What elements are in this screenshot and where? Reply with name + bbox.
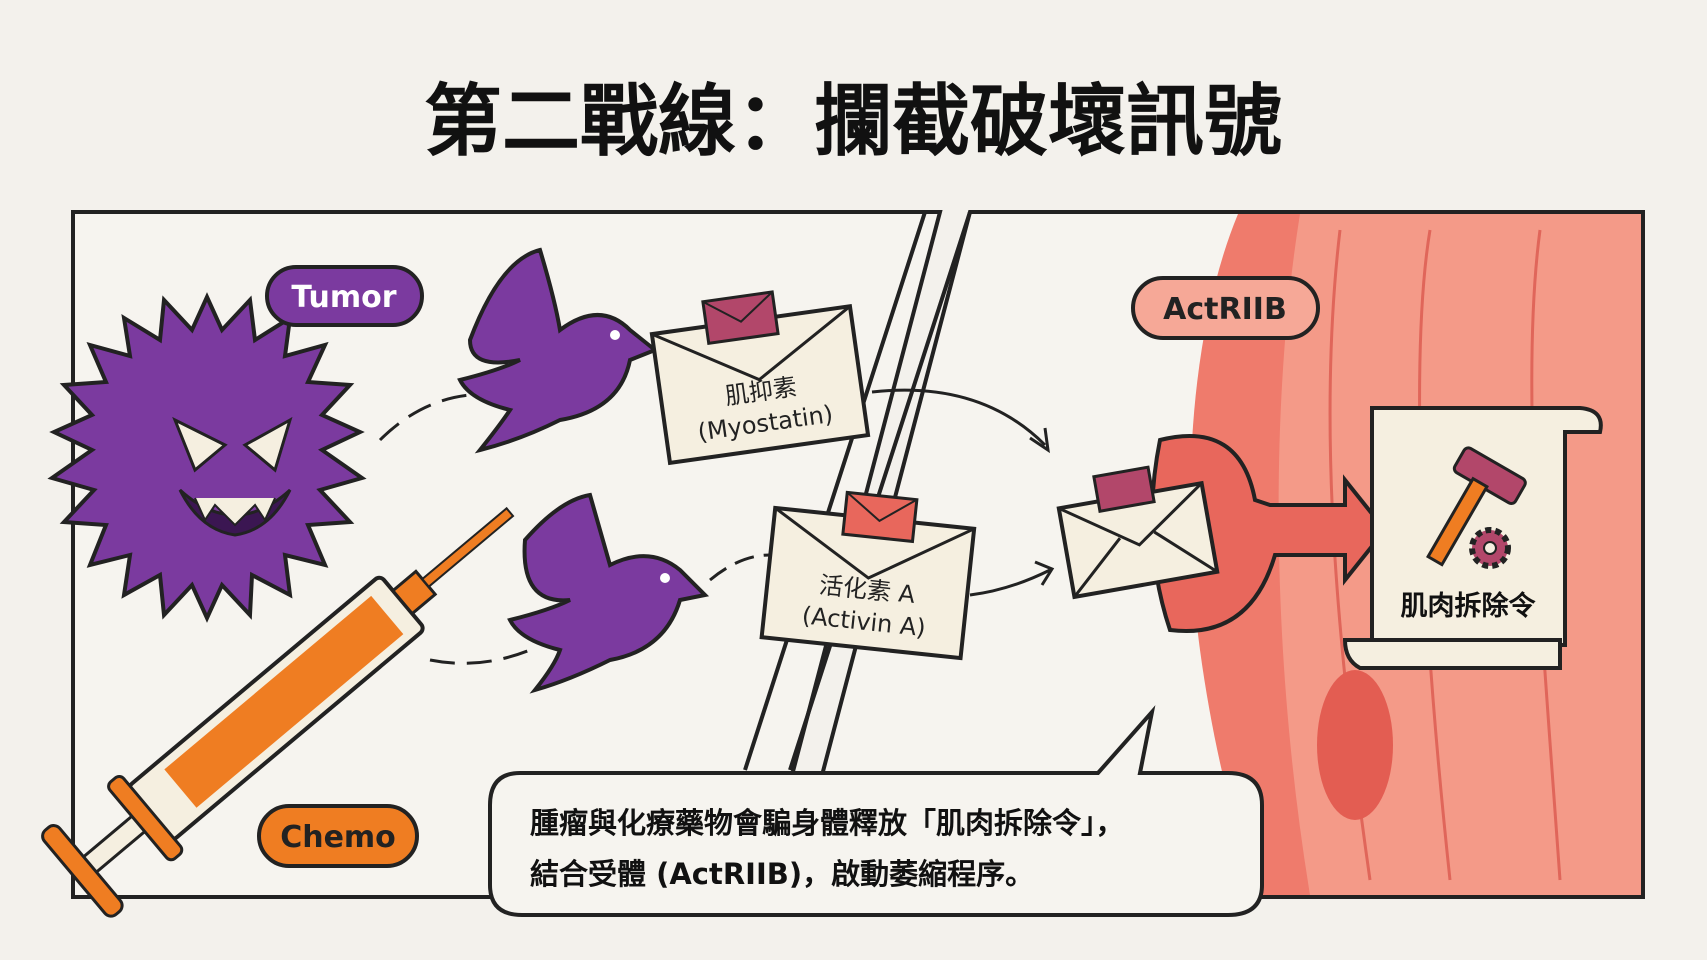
bird-messenger-icon — [457, 247, 659, 454]
tumor-label-pill — [265, 265, 424, 327]
tumor-label: Tumor — [291, 280, 396, 315]
receptor-label: ActRIIB — [1163, 292, 1287, 327]
chemo-label: Chemo — [280, 820, 396, 855]
divider-line — [743, 211, 927, 771]
chemo-label-pill — [257, 804, 419, 868]
bird-messenger-icon — [507, 492, 710, 694]
caption-line-2: 結合受體 (ActRIIB)，啟動萎縮程序。 — [530, 857, 1034, 891]
demolition-order-scroll: 肌肉拆除令 — [1342, 406, 1603, 670]
envelope-activin-a: 活化素 A (Activin A) — [759, 490, 977, 661]
arrow-icon — [969, 568, 1051, 597]
caption-bubble — [488, 705, 1264, 917]
receptor-label-pill — [1131, 276, 1320, 340]
syringe-icon — [41, 506, 515, 918]
divider-line — [788, 211, 972, 771]
arrow-icon — [871, 388, 1047, 447]
envelope-myostatin: 肌抑素 (Myostatin) — [649, 290, 871, 466]
motion-line — [429, 648, 531, 665]
arrow-head-icon — [1034, 560, 1055, 586]
motion-line — [709, 553, 771, 582]
scroll-text: 肌肉拆除令 — [1401, 590, 1537, 622]
arrow-head-icon — [1029, 427, 1050, 454]
motion-line — [378, 393, 471, 442]
envelope-bound-icon — [1056, 465, 1220, 600]
page-title: 第二戰線：攔截破壞訊號 — [424, 77, 1282, 167]
caption-line-1: 腫瘤與化療藥物會騙身體釋放「肌肉拆除令」， — [530, 806, 1125, 840]
hammer-icon — [1426, 446, 1527, 567]
tumor-virus-icon — [47, 292, 367, 623]
